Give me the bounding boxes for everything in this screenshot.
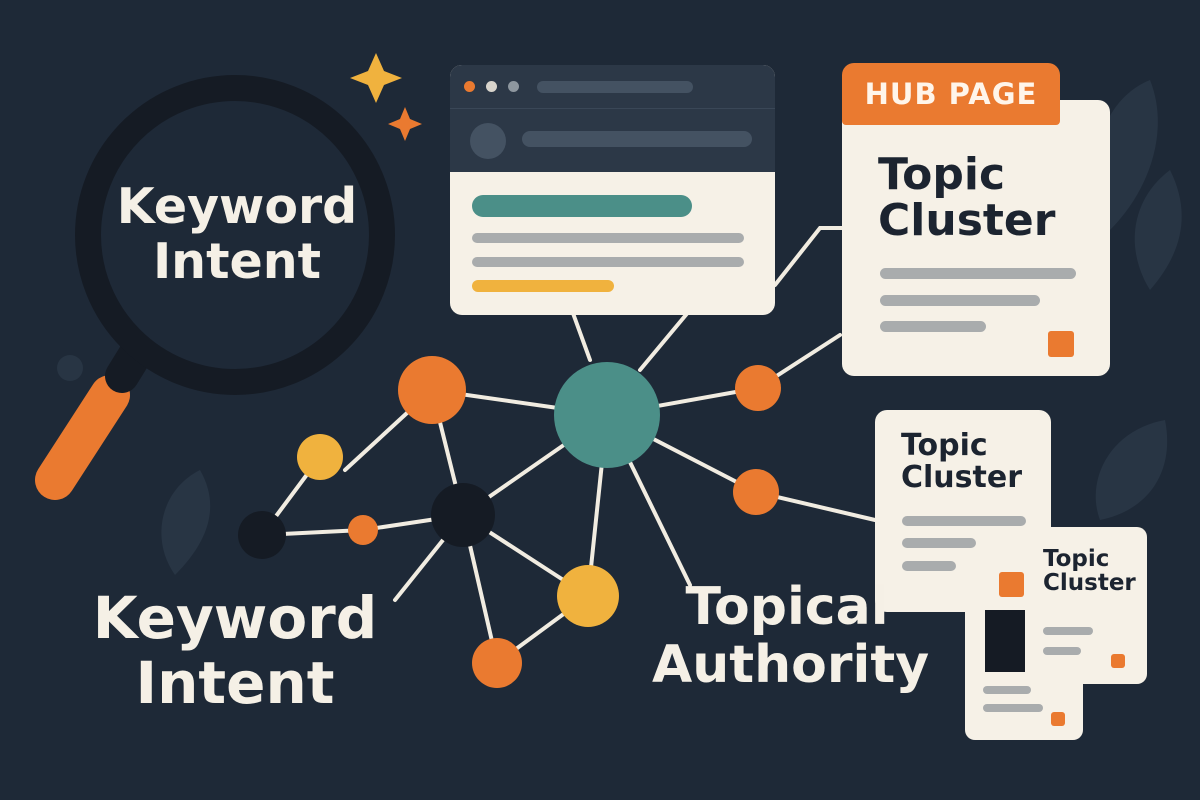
card-line [983, 704, 1043, 712]
window-dot-icon [508, 81, 519, 92]
network-node [348, 515, 378, 545]
network-node [431, 483, 495, 547]
keyword-intent-line: Keyword [92, 584, 378, 652]
card-image-placeholder [985, 610, 1025, 672]
card-square-icon [1048, 331, 1074, 357]
content-line [472, 257, 744, 267]
hub-card-title: Topic Cluster [878, 149, 1056, 247]
browser-window-icon [450, 65, 775, 315]
topic-cluster-card-small: Topic Cluster [1025, 527, 1147, 684]
keyword-intent-label: Keyword Intent [85, 586, 385, 716]
topic-title-line: Cluster [901, 459, 1022, 495]
lens-label-line: Keyword [116, 178, 358, 235]
topic-card-title: Topic Cluster [1043, 547, 1136, 595]
network-node [297, 434, 343, 480]
topical-authority-line: Topical [685, 577, 889, 637]
card-line [880, 295, 1040, 306]
card-line [880, 268, 1076, 279]
topical-authority-line: Authority [652, 635, 930, 696]
background-leaf-icon [57, 80, 1182, 575]
network-node [398, 356, 466, 424]
network-node [733, 469, 779, 515]
card-square-icon [1051, 712, 1065, 726]
card-line [902, 561, 956, 571]
topical-authority-label: Topical Authority [652, 577, 930, 696]
network-node [735, 365, 781, 411]
keyword-intent-line: Intent [135, 648, 335, 717]
lens-label: Keyword Intent [112, 178, 362, 290]
sparkle-icon [388, 107, 422, 141]
network-node [238, 511, 286, 559]
hub-title-line: Cluster [878, 195, 1056, 247]
window-dot-icon [464, 81, 475, 92]
topic-card-title: Topic Cluster [901, 430, 1022, 493]
hub-page-tag: HUB PAGE [842, 63, 1060, 125]
hub-title-line: Topic [878, 149, 1006, 200]
topic-cluster-card: Topic Cluster [875, 410, 1051, 612]
window-dot-icon [486, 81, 497, 92]
hub-node [554, 362, 660, 468]
avatar [470, 123, 506, 159]
card-line [902, 516, 1026, 526]
network-node [472, 638, 522, 688]
card-line [983, 686, 1031, 694]
title-placeholder [522, 131, 752, 147]
topic-title-line: Topic [1043, 546, 1110, 572]
card-line [880, 321, 986, 332]
address-bar [537, 81, 693, 93]
magnifying-glass-icon [35, 75, 395, 500]
content-line [472, 280, 614, 292]
content-line [472, 233, 744, 243]
card-line [1043, 627, 1093, 635]
card-line [1043, 647, 1081, 655]
network-node [557, 565, 619, 627]
content-bar [472, 195, 692, 217]
lens-label-line: Intent [152, 232, 322, 290]
sparkle-icon [350, 53, 402, 103]
card-square-icon [1111, 654, 1125, 668]
hub-page-card: Topic Cluster [842, 100, 1110, 376]
browser-header [450, 65, 775, 172]
card-square-icon [999, 572, 1024, 597]
topic-title-line: Topic [901, 428, 988, 463]
topic-title-line: Cluster [1043, 570, 1136, 597]
card-line [902, 538, 976, 548]
